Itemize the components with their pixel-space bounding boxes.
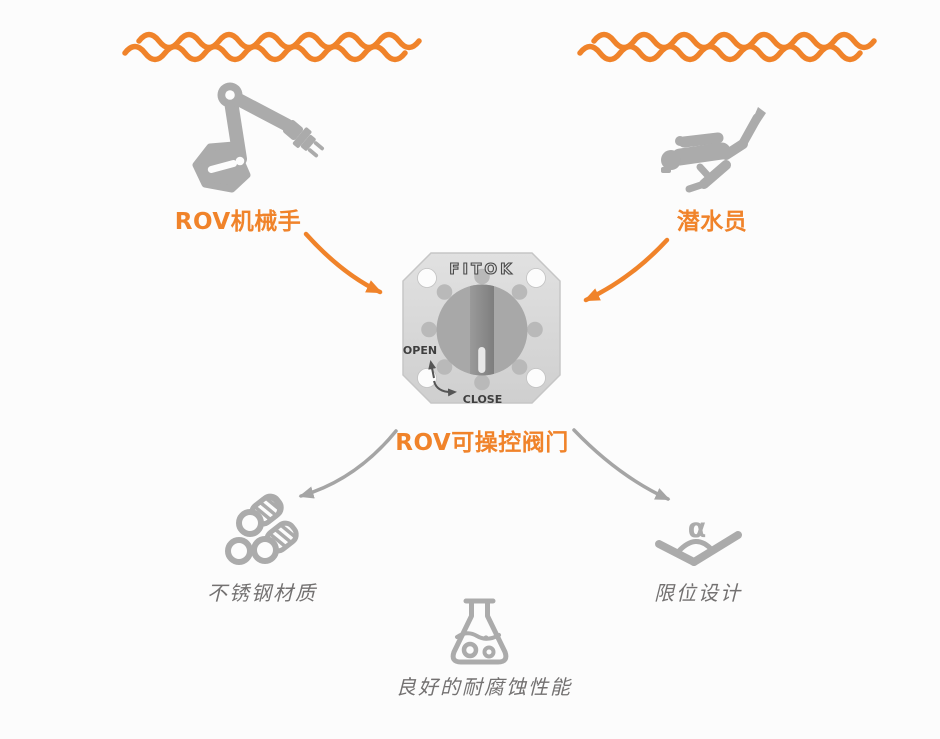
flask-icon (450, 598, 509, 665)
valve-close-text: CLOSE (463, 393, 502, 406)
valve-turn-arrows (428, 360, 457, 397)
water-waves-icon (577, 31, 877, 63)
corrosion-caption: 良好的耐腐蚀性能 (396, 675, 572, 699)
limit-design-caption: 限位设计 (654, 581, 742, 605)
material-caption: 不锈钢材质 (207, 581, 317, 605)
valve-bolt-circles (421, 268, 543, 391)
rov-arm-label: ROV机械手 (174, 209, 302, 235)
water-waves-icon (122, 31, 422, 63)
diver-label: 潜水员 (676, 209, 748, 235)
arrow-rov-to-valve (303, 231, 383, 295)
arrow-diver-to-valve (583, 237, 670, 303)
angle-limit-icon: α (655, 513, 742, 566)
valve-open-text: OPEN (403, 344, 437, 357)
valve-brand-text: FITOK (449, 260, 514, 278)
steel-pipes-icon (225, 493, 299, 565)
valve-handle-slot (478, 347, 486, 373)
valve-corner-holes (417, 268, 546, 388)
valve-label: ROV可操控阀门 (395, 430, 569, 456)
arrow-valve-to-material (298, 429, 398, 499)
alpha-symbol: α (688, 513, 707, 544)
scuba-diver-icon (661, 107, 766, 193)
rov-valve-image: FITOK OPEN CLOSE (402, 252, 561, 406)
arrow-valve-to-limit (572, 428, 671, 501)
rov-manipulator-arm-icon (192, 82, 325, 193)
